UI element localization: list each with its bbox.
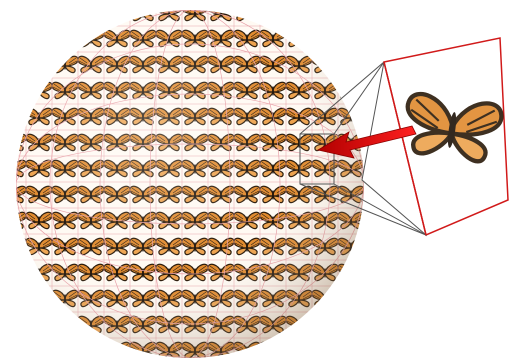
figure-canvas xyxy=(0,0,512,362)
sphere-zoom-diagram xyxy=(0,0,512,362)
